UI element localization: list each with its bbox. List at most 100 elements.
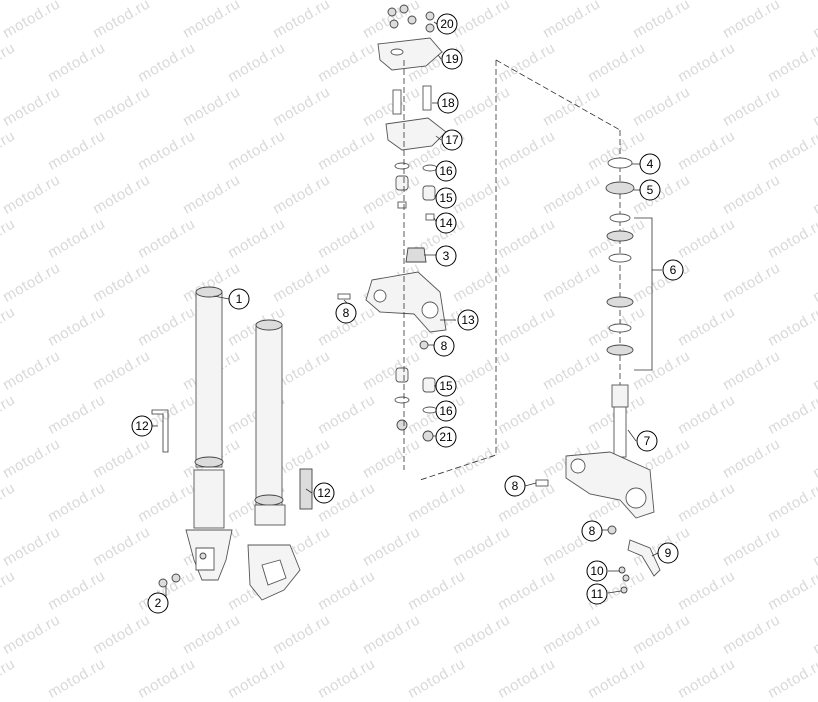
- callout-label: 2: [155, 596, 162, 610]
- callout-c7: 7: [636, 430, 658, 452]
- callout-label: 15: [439, 379, 453, 393]
- bolt-set-2: [158, 573, 181, 588]
- callout-label: 14: [439, 216, 453, 230]
- callout-label: 5: [647, 183, 654, 197]
- watermark-text: motod.ru: [764, 655, 818, 702]
- callout-label: 12: [135, 419, 149, 433]
- callout-c10: 10: [586, 560, 608, 582]
- callout-c2: 2: [147, 592, 169, 614]
- callout-label: 19: [445, 52, 459, 66]
- watermark-text: motod.ru: [494, 655, 559, 702]
- watermark-text: motod.ru: [674, 655, 739, 702]
- callout-label: 13: [461, 313, 475, 327]
- callout-label: 12: [317, 486, 331, 500]
- callout-label: 16: [439, 404, 453, 418]
- callout-c16a: 16: [435, 160, 457, 182]
- watermark-text: motod.ru: [44, 655, 109, 702]
- callout-c5: 5: [639, 179, 661, 201]
- watermark-text: motod.ru: [134, 655, 199, 702]
- callout-label: 8: [512, 479, 519, 493]
- watermark-text: motod.ru: [179, 611, 244, 658]
- callout-label: 7: [644, 434, 651, 448]
- watermark-text: motod.ru: [0, 655, 19, 702]
- watermark-text: motod.ru: [584, 655, 649, 702]
- callout-circle: [441, 48, 463, 70]
- watermark-text: motod.ru: [809, 611, 818, 658]
- callout-c13: 13: [457, 309, 479, 331]
- callout-label: 18: [441, 96, 455, 110]
- callout-label: 21: [439, 430, 453, 444]
- callout-circle: [335, 302, 357, 324]
- watermark-text: motod.ru: [629, 611, 694, 658]
- callout-circle: [131, 415, 153, 437]
- callout-c8d: 8: [581, 520, 603, 542]
- callout-c8a: 8: [335, 302, 357, 324]
- callout-circle: [435, 375, 457, 397]
- assembly-guide-lines: [403, 59, 621, 481]
- watermark-text: motod.ru: [404, 655, 469, 702]
- callout-c9: 9: [657, 542, 679, 564]
- callout-c12b: 12: [313, 482, 335, 504]
- callout-circle: [657, 542, 679, 564]
- callout-c16b: 16: [435, 400, 457, 422]
- callout-label: 8: [343, 306, 350, 320]
- callout-circle: [228, 288, 250, 310]
- callout-label: 4: [647, 157, 654, 171]
- callout-circle: [457, 309, 479, 331]
- watermark-text: motod.ru: [224, 655, 289, 702]
- watermark-text: motod.ru: [314, 655, 379, 702]
- callout-c18: 18: [437, 92, 459, 114]
- callout-c17: 17: [441, 129, 463, 151]
- callout-circle: [581, 520, 603, 542]
- callout-c8c: 8: [504, 475, 526, 497]
- callout-group: 1234567888891011121213141515161617181920…: [131, 13, 684, 614]
- callout-label: 17: [445, 133, 459, 147]
- fork-leg-left: [185, 286, 233, 581]
- callout-label: 9: [665, 546, 672, 560]
- hex-key-icon: [151, 409, 169, 453]
- callout-label: 10: [590, 564, 604, 578]
- callout-c19: 19: [441, 48, 463, 70]
- callout-c6: 6: [662, 259, 684, 281]
- callout-c1: 1: [228, 288, 250, 310]
- callout-circle: [437, 92, 459, 114]
- callout-circle: [435, 245, 457, 267]
- callout-circle: [435, 160, 457, 182]
- watermark-text: motod.ru: [539, 611, 604, 658]
- callout-label: 11: [591, 587, 604, 601]
- callout-c15b: 15: [435, 375, 457, 397]
- callout-c12a: 12: [131, 415, 153, 437]
- callout-circle: [435, 400, 457, 422]
- watermark-text: motod.ru: [359, 611, 424, 658]
- diagram-drawing: 1234567888891011121213141515161617181920…: [131, 4, 684, 614]
- callout-c3: 3: [435, 245, 457, 267]
- callout-label: 1: [236, 292, 243, 306]
- callout-c8b: 8: [433, 335, 455, 357]
- callout-circle: [313, 482, 335, 504]
- callout-circle: [147, 592, 169, 614]
- callout-circle: [639, 153, 661, 175]
- callout-c4: 4: [639, 153, 661, 175]
- callout-circle: [662, 259, 684, 281]
- callout-circle: [436, 13, 458, 35]
- callout-label: 3: [443, 249, 450, 263]
- callout-circle: [435, 426, 457, 448]
- callout-circle: [504, 475, 526, 497]
- callout-label: 6: [670, 263, 677, 277]
- watermark-text: motod.ru: [719, 611, 784, 658]
- watermark-text: motod.ru: [449, 611, 514, 658]
- callout-circle: [639, 179, 661, 201]
- callout-c11: 11: [586, 583, 608, 605]
- watermark-text: motod.ru: [89, 611, 154, 658]
- watermark-text: motod.ru: [0, 611, 64, 658]
- callout-circle: [636, 430, 658, 452]
- callout-circle: [435, 212, 457, 234]
- callout-c15a: 15: [435, 187, 457, 209]
- callout-circle: [586, 583, 608, 605]
- callout-label: 15: [439, 191, 453, 205]
- callout-label: 16: [439, 164, 453, 178]
- fork-leg-right: [247, 319, 301, 601]
- callout-circle: [433, 335, 455, 357]
- callout-c20: 20: [436, 13, 458, 35]
